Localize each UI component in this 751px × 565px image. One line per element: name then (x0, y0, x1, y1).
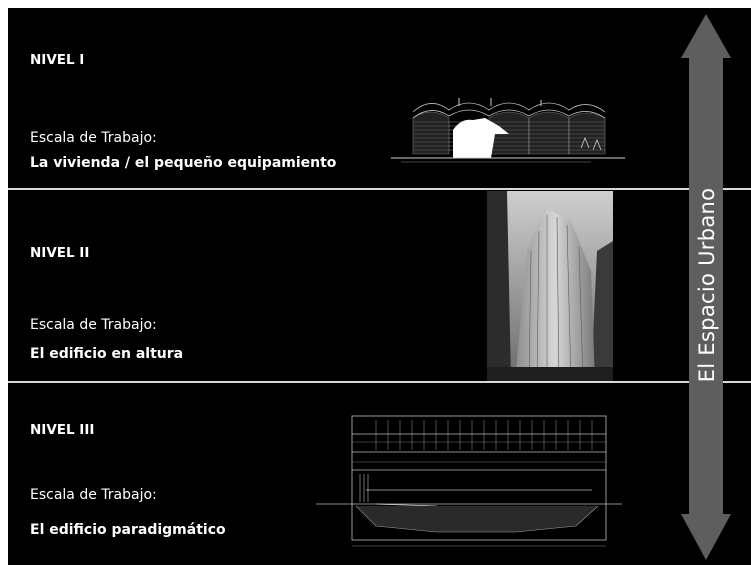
level-3-section-drawing (316, 415, 622, 547)
level-2-scale-value: El edificio en altura (30, 346, 184, 362)
divider-1 (8, 188, 751, 190)
level-3-scale-label: Escala de Trabajo: (30, 487, 157, 503)
level-1-scale-label: Escala de Trabajo: (30, 130, 157, 146)
divider-2 (8, 381, 751, 383)
level-2-scale-label: Escala de Trabajo: (30, 317, 157, 333)
level-2-tower-drawing (487, 191, 613, 381)
level-1-title: NIVEL I (30, 52, 85, 68)
slide: NIVEL I Escala de Trabajo: La vivienda /… (8, 8, 751, 565)
level-1-section-drawing (391, 88, 625, 166)
level-3-scale-value: El edificio paradigmático (30, 522, 226, 538)
arrow-label: El Espacio Urbano (695, 187, 719, 383)
level-3-title: NIVEL III (30, 422, 95, 438)
level-1-scale-value: La vivienda / el pequeño equipamiento (30, 155, 337, 171)
level-2-title: NIVEL II (30, 245, 90, 261)
bidirectional-arrow (681, 14, 731, 560)
